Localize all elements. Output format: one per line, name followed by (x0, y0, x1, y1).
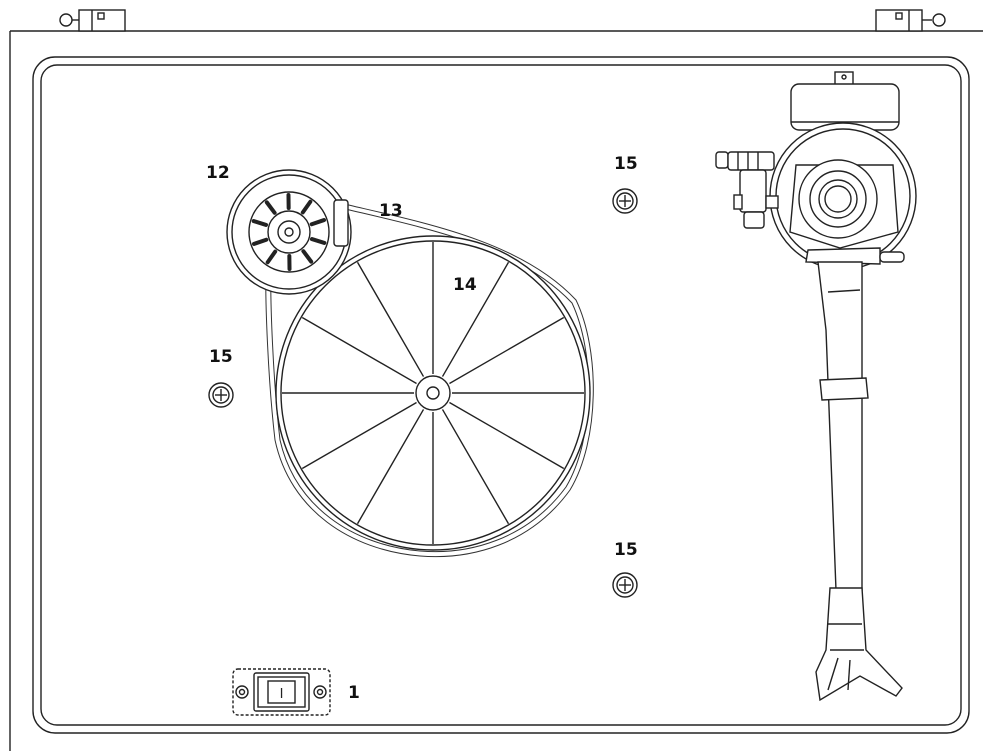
screw-icon (612, 188, 638, 214)
platter-spoke (441, 409, 510, 525)
top-plate (32, 56, 970, 734)
callout-15-left: 15 (209, 347, 233, 367)
screw-icon (612, 572, 638, 598)
pulley-slot (251, 219, 269, 227)
platter-spoke (449, 401, 565, 470)
motor-pulley (226, 169, 352, 295)
platter-spoke (449, 316, 565, 385)
pulley-slot (309, 237, 327, 245)
platter-spoke (301, 401, 417, 470)
platter-spoke (301, 316, 417, 385)
power-switch-icon: I (232, 668, 331, 716)
pulley-slot (300, 199, 313, 215)
switch-symbol: I (280, 687, 284, 702)
callout-15-bottom: 15 (614, 540, 638, 560)
pulley-slot (264, 200, 277, 215)
callout-1: 1 (348, 683, 360, 703)
hinge-left-icon (59, 9, 126, 32)
callout-13: 13 (379, 201, 403, 221)
callout-12: 12 (206, 163, 230, 183)
platter-spoke (356, 409, 425, 525)
tonearm-assembly (715, 71, 917, 702)
platter-spoke (441, 261, 510, 377)
pulley-slot (251, 237, 269, 246)
cabinet-outline (9, 30, 983, 751)
platter-spokes (282, 242, 584, 544)
pulley-slot (301, 249, 314, 264)
pulley-slot (309, 218, 327, 227)
callout-15-top: 15 (614, 154, 638, 174)
pulley-slot (265, 249, 278, 265)
platter-spoke (356, 261, 425, 377)
pulley-slots (251, 193, 327, 271)
hinge-right-icon (875, 9, 946, 32)
platter (275, 235, 591, 551)
screw-icon (208, 382, 234, 408)
callout-14: 14 (453, 275, 477, 295)
